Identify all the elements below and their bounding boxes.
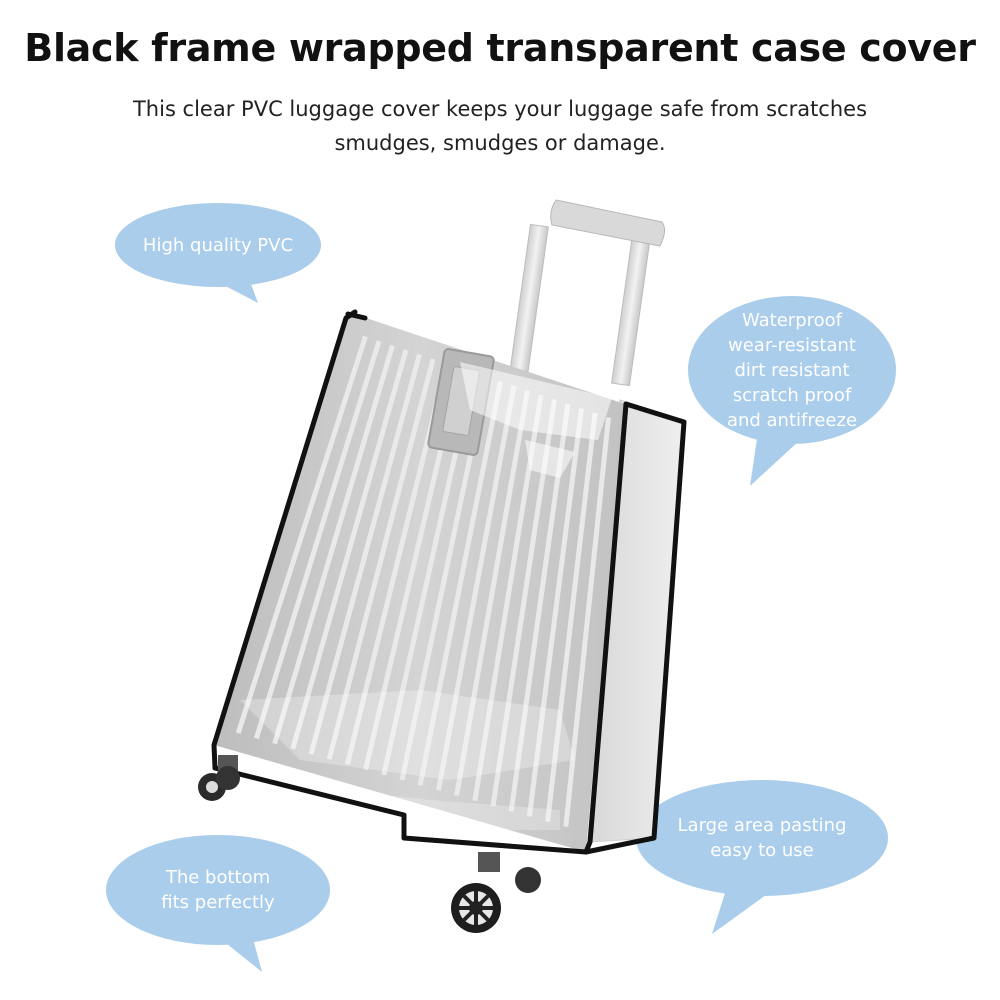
callout-features-line-4: scratch proof [732,384,852,406]
wheel-front-right [451,852,501,933]
case-rib [563,417,611,828]
page-title: Black frame wrapped transparent case cov… [24,26,976,70]
case-rib [417,381,503,786]
callout-pasting-line-1: Large area pasting [677,815,847,836]
bubble-pasting-shape [636,780,888,934]
case-rib [326,358,436,760]
callout-features-line-3: dirt resistant [734,359,850,381]
callout-pasting-line-2: easy to use [710,840,814,861]
telescopic-handle [509,199,666,387]
wheel-back-left [216,766,240,790]
case-rib [435,385,517,791]
cover-black-frame [211,309,687,855]
case-rib [290,349,409,750]
subtitle-line-1: This clear PVC luggage cover keeps your … [132,97,868,121]
callout-bottom-line-1: The bottom [165,867,271,888]
callout-features-line-1: Waterproof [741,309,842,331]
case-rib [235,335,368,734]
callout-high-quality-pvc: High quality PVC [130,215,306,275]
subtitle-line-2: smudges, smudges or damage. [334,131,666,155]
wheel-back-right [515,867,541,893]
bubble-bottom-shape [106,835,330,972]
bubble-pvc-shape [115,203,321,303]
pvc-reflections [240,362,612,830]
case-rib [454,390,530,797]
callout-bottom-line-2: fits perfectly [161,892,275,913]
case-rib [254,340,382,740]
callout-bottom-fits: The bottom fits perfectly [130,862,306,918]
callout-features-line-5: and antifreeze [726,409,858,431]
case-rib [545,412,598,822]
bubble-features-shape [688,296,896,486]
case-rib [272,344,395,745]
callout-large-area-pasting: Large area pasting easy to use [656,810,868,866]
callout-features-line-2: wear-resistant [728,334,856,356]
callout-pvc-line-1: High quality PVC [142,234,294,256]
case-rib [308,353,422,755]
page-subtitle: This clear PVC luggage cover keeps your … [0,92,1000,160]
case-rib [526,408,584,817]
callout-features: Waterproof wear-resistant dirt resistant… [700,305,884,435]
